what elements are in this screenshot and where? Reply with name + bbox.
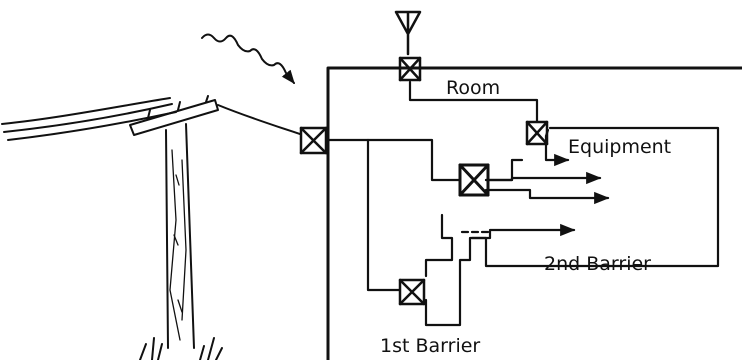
incoming-line bbox=[217, 104, 301, 135]
wiring bbox=[326, 80, 720, 327]
crossed-box-icon bbox=[299, 126, 328, 155]
arrow-icon bbox=[470, 223, 576, 240]
first-barrier-label: 1st Barrier bbox=[380, 335, 480, 357]
crossed-box-icon bbox=[525, 120, 549, 146]
crossed-box-icon bbox=[458, 163, 490, 197]
arrow-icon bbox=[484, 171, 602, 185]
second-barrier-label: 2nd Barrier bbox=[544, 253, 651, 275]
arrow-icon bbox=[484, 188, 610, 205]
utility-pole-icon bbox=[1, 95, 223, 360]
crossed-box-icon bbox=[398, 278, 426, 306]
equipment-label: Equipment bbox=[568, 136, 671, 158]
room-boundary bbox=[326, 66, 742, 360]
crossed-box-icon bbox=[398, 56, 422, 82]
antenna-icon bbox=[394, 10, 422, 56]
room-label: Room bbox=[446, 77, 500, 99]
wavy-arrow-icon bbox=[201, 33, 295, 85]
arrow-icon bbox=[544, 128, 570, 167]
